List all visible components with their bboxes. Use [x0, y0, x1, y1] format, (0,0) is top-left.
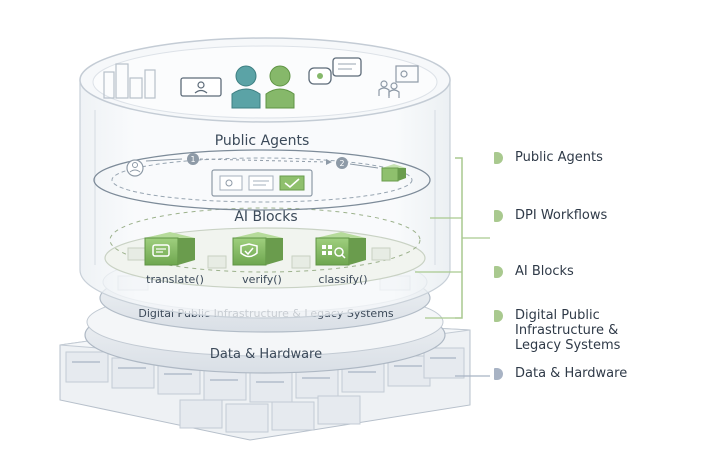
block-label-translate: translate() [146, 273, 204, 286]
step-1-badge [187, 153, 199, 165]
ai-block-classify: classify() [315, 232, 368, 286]
output-cube-icon [381, 164, 406, 182]
user-icon [126, 159, 144, 177]
legend-marker [494, 310, 503, 322]
legend-label: Public Agents [515, 150, 603, 165]
person-teal-icon [231, 65, 261, 109]
legend-marker [494, 210, 503, 222]
legend-item-public-agents: Public Agents [494, 150, 603, 165]
public-agents-layer: Public Agents 1 2 [93, 133, 431, 211]
legend-label: DPI Workflows [515, 208, 608, 223]
buildings-icon [103, 63, 156, 99]
workflow-panel [211, 169, 313, 197]
shield-check-icon [240, 243, 258, 258]
person-green-icon [265, 65, 295, 109]
legend-item-dpi-workflows: DPI Workflows [494, 208, 607, 223]
legend-bracket [415, 157, 490, 377]
data-hardware-label: Data & Hardware [210, 347, 322, 362]
step-2-number: 2 [339, 159, 344, 168]
step-2-badge [336, 157, 348, 169]
block-label-classify: classify() [318, 273, 367, 286]
step-1-number: 1 [190, 155, 195, 164]
presentation-icon [378, 65, 419, 98]
video-call-icon [180, 77, 222, 97]
legend-item-dpi-legacy: Digital Public Infrastructure & Legacy S… [494, 308, 620, 353]
chat-bubbles-icon [308, 57, 362, 85]
legend-label: AI Blocks [515, 264, 574, 279]
legend-label: Data & Hardware [515, 366, 628, 381]
legend-item-data-hardware: Data & Hardware [494, 366, 627, 381]
ai-blocks-label: AI Blocks [234, 209, 297, 225]
chat-icon [152, 244, 170, 257]
legend-label: Digital Public Infrastructure & Legacy S… [515, 308, 621, 353]
legend-marker [494, 266, 503, 278]
check-icon [284, 178, 300, 189]
ai-block-translate: translate() [144, 232, 204, 286]
legend-marker [494, 368, 503, 380]
ai-block-verify: verify() [232, 232, 283, 286]
legend-marker [494, 152, 503, 164]
block-label-verify: verify() [242, 273, 282, 286]
public-agents-label: Public Agents [215, 133, 310, 149]
citizen-scene [103, 57, 419, 109]
grid-search-icon [322, 245, 346, 259]
legend-item-ai-blocks: AI Blocks [494, 264, 574, 279]
